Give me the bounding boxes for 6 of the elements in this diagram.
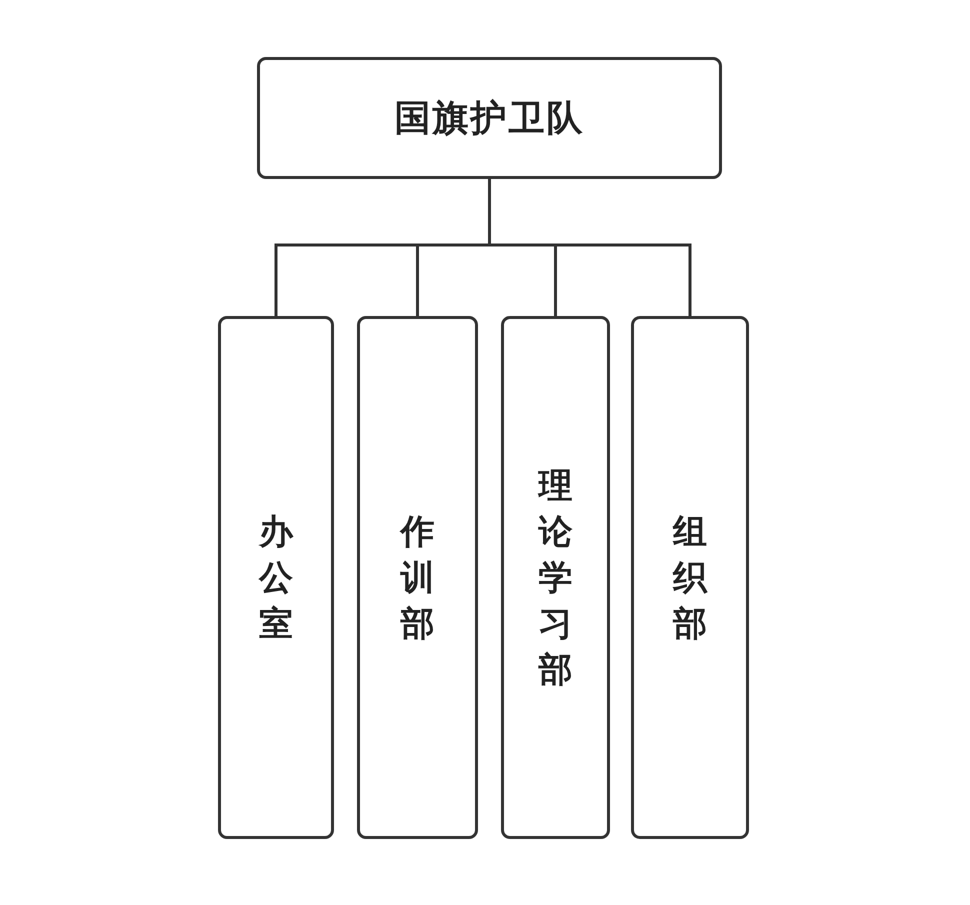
- title-box: 国旗护卫队: [257, 57, 722, 179]
- department-box: 理论学习部: [501, 316, 610, 839]
- department-box: 作训部: [357, 316, 478, 839]
- connector-line: [488, 179, 692, 316]
- department-box: 组织部: [631, 316, 749, 839]
- department-box: 办公室: [218, 316, 334, 839]
